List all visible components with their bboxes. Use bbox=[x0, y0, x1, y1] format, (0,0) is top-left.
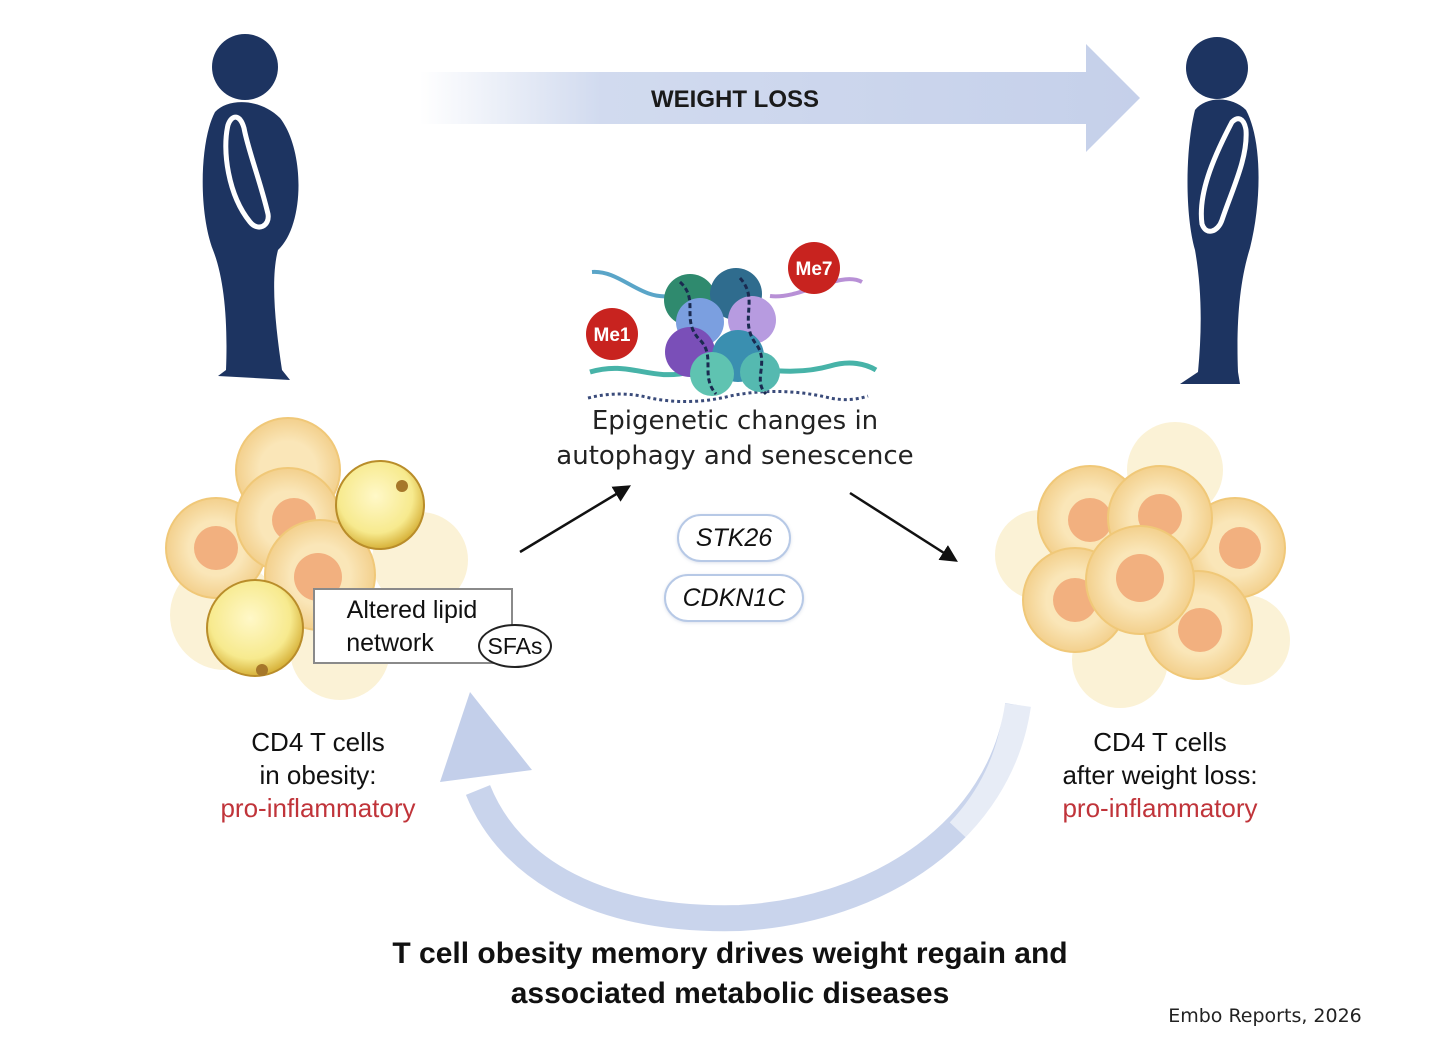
citation: Embo Reports, 2026 bbox=[1168, 1005, 1362, 1027]
gene-label: STK26 bbox=[695, 523, 773, 552]
conclusion-title: T cell obesity memory drives weight rega… bbox=[330, 934, 1130, 1014]
arrow-to-weight-loss-cells bbox=[849, 491, 958, 562]
sfa-label: SFAs bbox=[487, 632, 543, 659]
gene-label: CDKN1C bbox=[682, 583, 786, 612]
methyl-badge-me7: Me7 bbox=[796, 259, 833, 280]
obese-person-icon bbox=[202, 34, 299, 381]
caption-status: pro-inflammatory bbox=[1062, 793, 1258, 823]
arrow-to-epigenetics bbox=[519, 485, 631, 554]
obesity-cell-caption: CD4 T cells in obesity: pro-inflammatory bbox=[178, 726, 458, 825]
caption-line1: CD4 T cells bbox=[251, 727, 385, 757]
epigenetics-caption-line2: autophagy and senescence bbox=[556, 441, 914, 471]
weight-loss-label: WEIGHT LOSS bbox=[651, 86, 819, 113]
gene-pill-stk26: STK26 bbox=[677, 514, 791, 562]
post-weight-loss-cd4-cell-cluster bbox=[995, 422, 1290, 708]
gene-pill-cdkn1c: CDKN1C bbox=[664, 574, 804, 622]
weight-loss-arrow bbox=[420, 44, 1140, 152]
conclusion-line2: associated metabolic diseases bbox=[510, 977, 950, 1010]
caption-line2: in obesity: bbox=[259, 760, 377, 790]
conclusion-line1: T cell obesity memory drives weight rega… bbox=[392, 937, 1068, 970]
caption-status: pro-inflammatory bbox=[220, 793, 416, 823]
lipid-network-label: Altered lipid network bbox=[320, 594, 504, 660]
caption-line1: CD4 T cells bbox=[1093, 727, 1227, 757]
slim-person-icon bbox=[1180, 37, 1259, 384]
lipid-line1: Altered lipid bbox=[346, 596, 478, 624]
epigenetics-caption-line1: Epigenetic changes in bbox=[591, 406, 879, 436]
weight-loss-cell-caption: CD4 T cells after weight loss: pro-infla… bbox=[1010, 726, 1310, 825]
epigenetics-caption: Epigenetic changes in autophagy and sene… bbox=[500, 404, 970, 474]
caption-line2: after weight loss: bbox=[1062, 760, 1258, 790]
lipid-line2: network bbox=[346, 629, 434, 657]
sfa-badge: SFAs bbox=[478, 624, 552, 668]
weight-regain-loop-arrow bbox=[440, 692, 1032, 932]
methyl-badge-me1: Me1 bbox=[594, 325, 631, 346]
nucleosome-illustration bbox=[586, 242, 878, 404]
